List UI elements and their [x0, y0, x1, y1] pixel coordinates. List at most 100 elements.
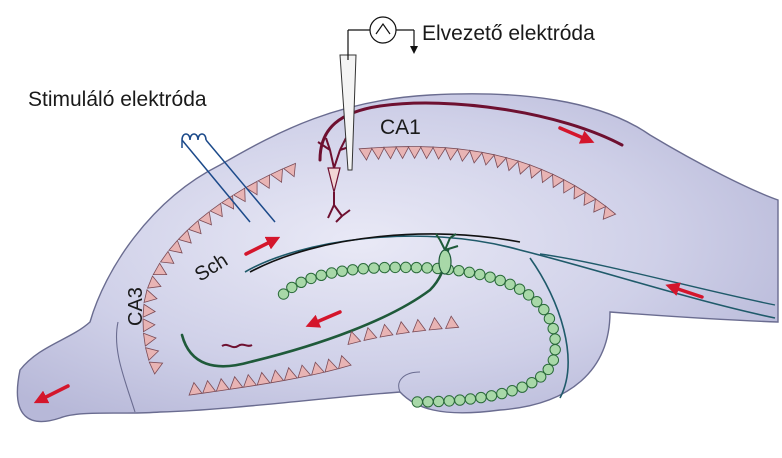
granule-cell — [475, 391, 487, 404]
pyramidal-cell — [229, 375, 244, 390]
coil-icon — [181, 133, 207, 141]
granule-cell — [474, 268, 486, 281]
pyramidal-cell — [382, 146, 398, 160]
pyramidal-cell — [147, 275, 162, 289]
pyramidal-cell — [188, 381, 203, 396]
pyramidal-cell — [347, 330, 362, 346]
pyramidal-cell — [187, 219, 202, 235]
pyramidal-cell — [481, 151, 496, 166]
schaffer-collateral — [249, 233, 521, 273]
pyramidal-cell — [412, 318, 427, 333]
pyramidal-cell — [505, 156, 520, 172]
arrow-perforant — [665, 282, 704, 299]
pyramidal-cell — [257, 174, 271, 190]
granule-cell — [547, 354, 560, 366]
pyramidal-cell — [407, 146, 422, 160]
granule-cell — [389, 261, 401, 274]
pyramidal-cell — [456, 148, 471, 163]
pyramidal-cell — [143, 289, 158, 304]
granule-cell — [535, 371, 547, 383]
hippocampus-body — [16, 93, 779, 423]
granule-cell-layer — [277, 261, 561, 408]
granule-cell — [543, 312, 556, 325]
fold-line — [115, 321, 136, 413]
pyramidal-cell — [493, 154, 508, 169]
granule-cell — [346, 264, 359, 276]
granule-cell — [453, 264, 465, 277]
small-squiggle — [221, 343, 253, 349]
pyramidal-cell — [395, 146, 410, 160]
arrow-ca1 — [558, 126, 595, 144]
pyramidal-cell — [602, 205, 617, 220]
granule-cell — [325, 267, 338, 279]
granule-cell — [549, 333, 561, 345]
pyramidal-cell — [395, 320, 410, 335]
pyramidal-cell — [310, 361, 325, 376]
pyramidal-cell — [428, 316, 443, 331]
arrow-mossy — [305, 310, 342, 328]
pyramidal-cell — [142, 303, 156, 318]
granule-cell — [464, 393, 477, 405]
pyramidal-cell — [152, 262, 168, 276]
stimulating-electrode-label: Stimuláló elektróda — [28, 88, 207, 111]
granule-cell — [368, 262, 380, 274]
granule-cell — [378, 261, 391, 274]
recording-electrode-label: Elvezető elektróda — [422, 22, 595, 45]
pyramidal-cell — [444, 147, 459, 161]
pyramidal-cell — [198, 210, 212, 226]
pyramidal-cell — [583, 191, 597, 206]
granule-cell — [526, 376, 538, 389]
pyramidal-cell — [379, 323, 394, 338]
granule-cell — [531, 295, 543, 308]
granule-cell — [485, 390, 498, 402]
pyramidal-cell — [148, 361, 164, 375]
pyramidal-cell — [144, 347, 160, 362]
recording-electrode — [339, 29, 418, 171]
pyramidal-cell — [202, 379, 217, 394]
pyramidal-cell — [244, 180, 258, 196]
granule-cell — [411, 396, 424, 408]
granule-cell — [277, 288, 290, 300]
perforant-path — [244, 235, 776, 319]
perforant-path-3 — [539, 253, 776, 306]
pyramidal-cell — [419, 146, 435, 160]
pyramidal-cell — [358, 147, 373, 161]
granule-cell — [538, 303, 550, 316]
perforant-path-2 — [529, 257, 569, 399]
ca3-label: CA3 — [125, 287, 147, 326]
pyramidal-cell — [270, 369, 285, 384]
granule-neuron — [435, 233, 459, 275]
arrow-icon — [33, 126, 704, 404]
pyramidal-cell — [370, 146, 386, 161]
granule-cell — [494, 274, 506, 287]
granule-cell — [400, 261, 412, 274]
pyramidal-cell — [143, 332, 157, 347]
granule-cell — [305, 272, 317, 285]
arrow-output — [33, 384, 70, 404]
pyramidal-cell — [177, 229, 192, 244]
pyramidal-cell — [363, 326, 378, 341]
granule-cell — [432, 395, 445, 408]
fold-line-dg — [398, 371, 421, 393]
granule-cell — [463, 266, 476, 279]
granule-cell — [454, 394, 466, 406]
granule-cell — [516, 381, 528, 393]
granule-cell — [504, 278, 516, 291]
pyramidal-cell — [338, 354, 352, 370]
pyramidal-cell — [159, 250, 175, 264]
pyramidal-cell — [283, 366, 298, 381]
ac-source-icon — [369, 16, 397, 44]
granule-cell — [286, 281, 298, 294]
granule-cell — [295, 276, 307, 289]
pyramidal-cell — [324, 358, 339, 373]
pyramidal-cell — [573, 184, 587, 200]
pyramidal-cell — [552, 173, 565, 189]
stimulating-electrode — [181, 133, 276, 223]
pyramidal-cell — [540, 168, 554, 184]
pyramidal-cell — [517, 160, 531, 175]
granule-cell — [522, 289, 535, 301]
granule-cell — [422, 396, 434, 408]
ca1-neuron — [317, 137, 353, 223]
mossy-fiber — [180, 248, 450, 368]
